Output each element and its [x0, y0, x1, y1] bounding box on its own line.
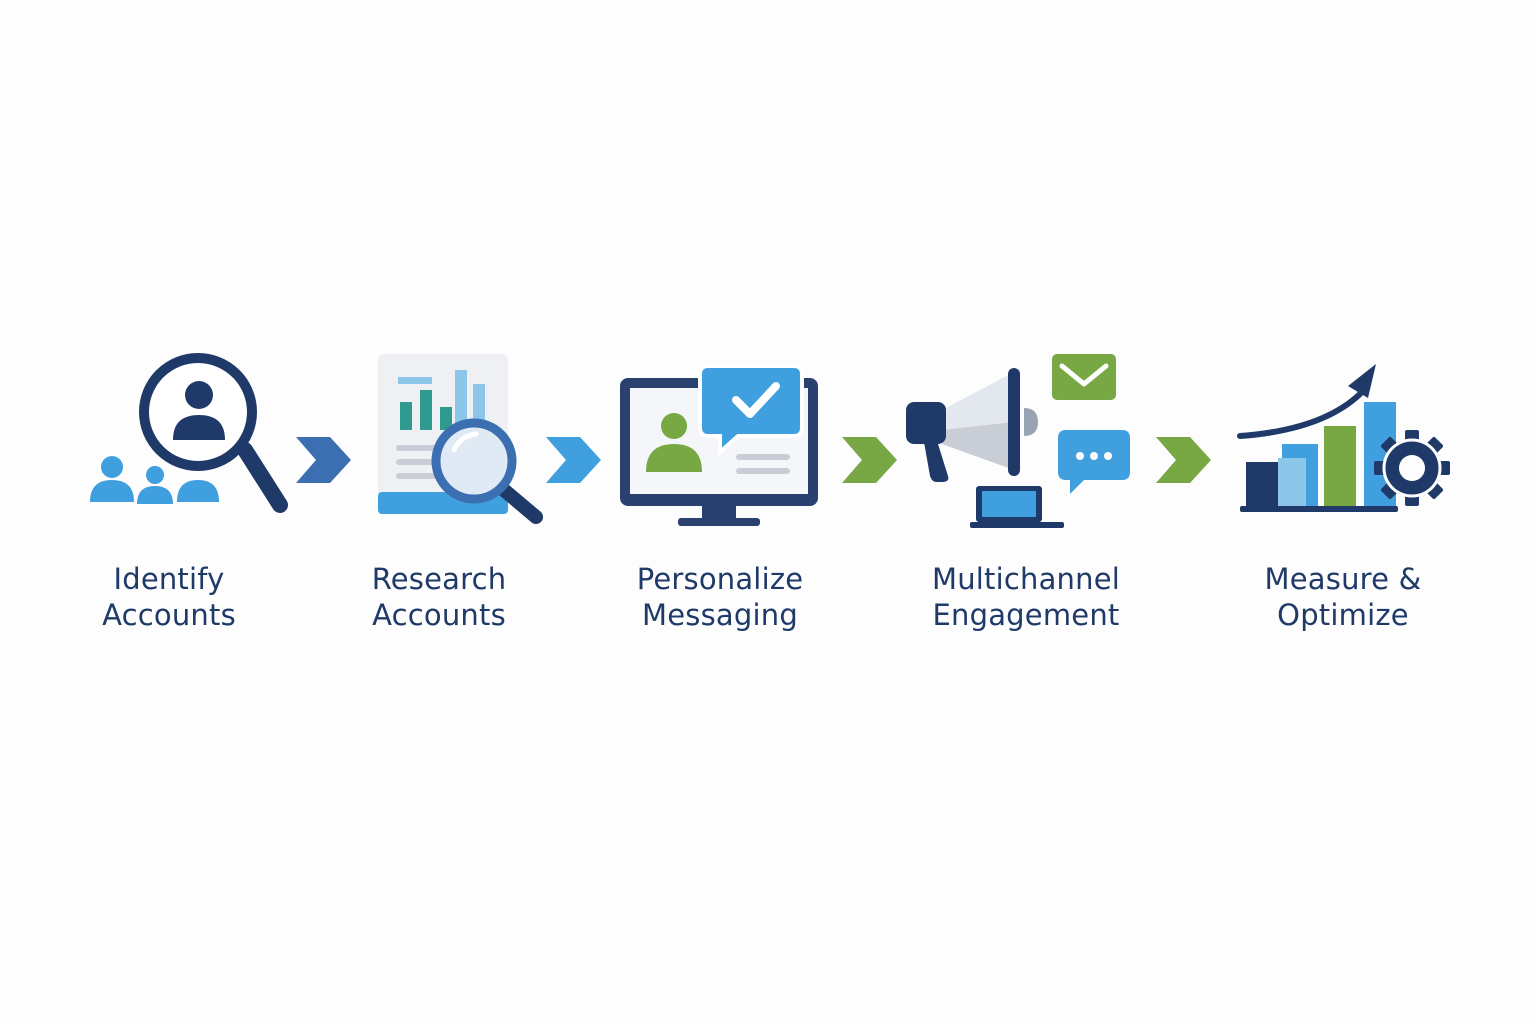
arrow-shape	[1156, 437, 1211, 483]
arrow-shape	[296, 437, 351, 483]
step-label-measure-optimize: Measure & Optimize	[1183, 561, 1503, 633]
step-label-line: Multichannel	[931, 562, 1121, 596]
chevron-right-icon	[1156, 437, 1211, 483]
step-label-line: Personalize	[636, 562, 804, 596]
step-label-line: Measure &	[1264, 562, 1422, 596]
report-magnifier-icon	[378, 354, 543, 524]
people-magnifier-icon	[90, 353, 288, 513]
step-label-line: Engagement	[932, 598, 1120, 632]
step-label-line: Messaging	[642, 598, 798, 632]
chevron-right-icon	[842, 437, 897, 483]
step-label-line: Identify	[113, 562, 225, 596]
step-label-identify-accounts: Identify Accounts	[9, 561, 329, 633]
step-label-multichannel-engagement: Multichannel Engagement	[866, 561, 1186, 633]
step-label-line: Optimize	[1277, 598, 1409, 632]
growth-chart-gear-icon	[1237, 364, 1450, 512]
step-label-line: Accounts	[102, 598, 236, 632]
step-label-personalize-messaging: Personalize Messaging	[560, 561, 880, 633]
chevron-right-icon	[546, 437, 601, 483]
step-label-line: Research	[371, 562, 507, 596]
chevron-right-icon	[296, 437, 351, 483]
arrow-shape	[842, 437, 897, 483]
arrow-shape	[546, 437, 601, 483]
monitor-message-icon	[620, 364, 818, 526]
megaphone-channels-icon	[906, 354, 1130, 528]
step-label-line: Accounts	[372, 598, 506, 632]
step-label-research-accounts: Research Accounts	[279, 561, 599, 633]
